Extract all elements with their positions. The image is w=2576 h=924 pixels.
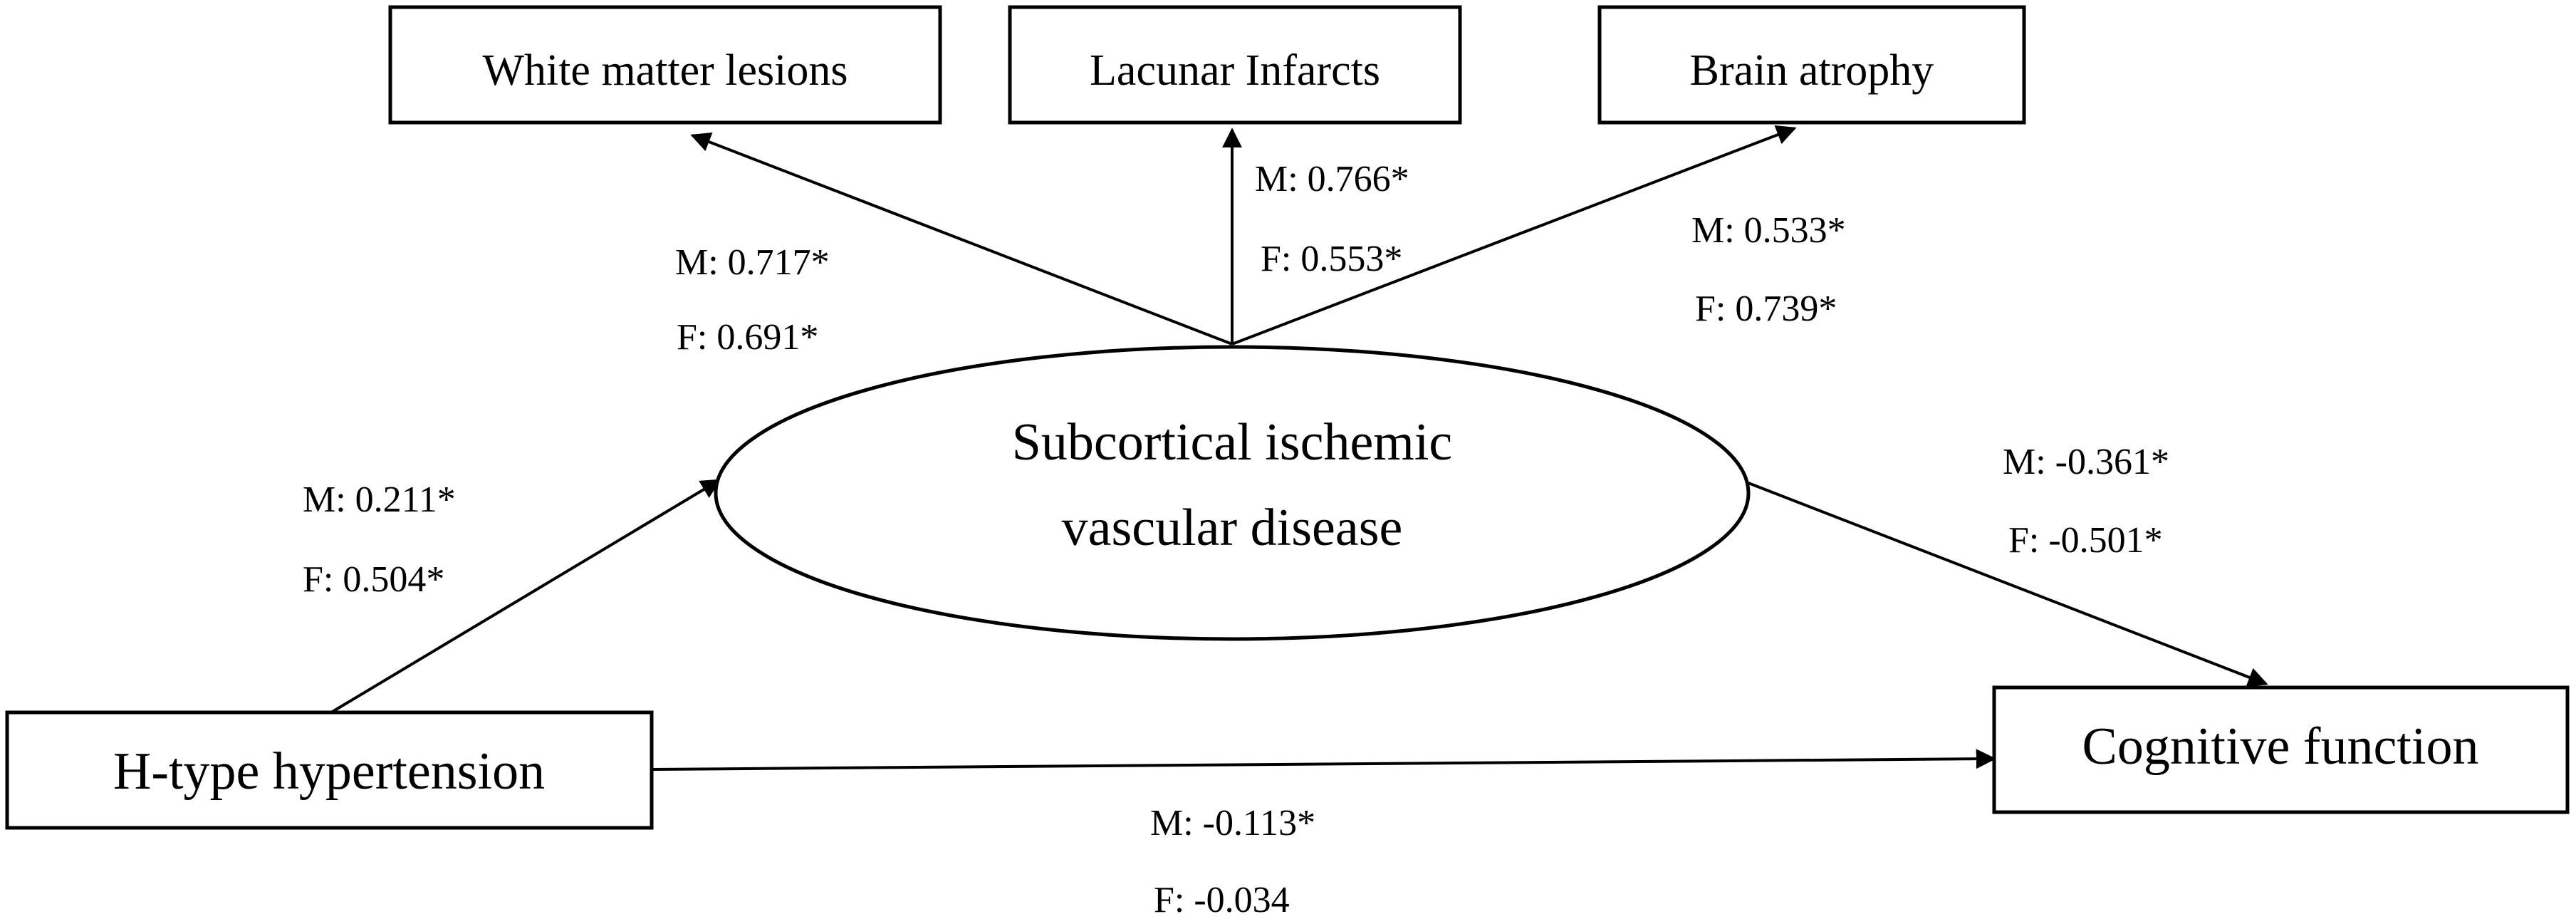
coef-female: F: 0.739* xyxy=(1695,289,1837,329)
node-lacunar-infarcts: Lacunar Infarcts xyxy=(1008,5,1462,125)
coef-male: M: 0.717* xyxy=(675,242,830,283)
node-subcortical-ischemic-vascular-disease: Subcortical ischemic vascular disease xyxy=(714,345,1751,641)
lacunar-infarcts-label: Lacunar Infarcts xyxy=(1090,46,1380,95)
coef-female: F: 0.504* xyxy=(303,559,444,600)
coef-male: M: 0.211* xyxy=(303,479,456,520)
coef-female: F: 0.553* xyxy=(1261,239,1402,279)
node-brain-atrophy: Brain atrophy xyxy=(1597,5,2026,125)
edge-htype-to-scivd xyxy=(330,479,721,714)
coef-male: M: 0.533* xyxy=(1691,210,1846,251)
coef-scivd-to-white-matter: M: 0.717* F: 0.691* xyxy=(675,242,830,358)
coef-female: F: -0.501* xyxy=(2008,520,2163,561)
h-type-hypertension-label: H-type hypertension xyxy=(113,742,545,801)
coef-scivd-to-lacunar: M: 0.766* F: 0.553* xyxy=(1255,159,1409,279)
white-matter-lesions-label: White matter lesions xyxy=(482,46,848,95)
edge-scivd-to-brain-atrophy xyxy=(1231,125,1797,346)
coef-htype-to-scivd: M: 0.211* F: 0.504* xyxy=(303,479,456,600)
node-cognitive-function: Cognitive function xyxy=(1992,685,2570,814)
coef-htype-to-cognitive: M: -0.113* F: -0.034 xyxy=(1150,803,1315,920)
brain-atrophy-label: Brain atrophy xyxy=(1690,46,1934,95)
edge-htype-to-cognitive xyxy=(651,749,1996,771)
node-h-type-hypertension: H-type hypertension xyxy=(5,710,654,830)
coef-male: M: -0.361* xyxy=(2003,442,2169,482)
coef-scivd-to-brain-atrophy: M: 0.533* F: 0.739* xyxy=(1691,210,1846,329)
coef-male: M: 0.766* xyxy=(1255,159,1409,199)
cognitive-function-label: Cognitive function xyxy=(2082,717,2479,776)
coef-male: M: -0.113* xyxy=(1150,803,1315,843)
coef-female: F: -0.034 xyxy=(1154,880,1290,920)
edge-scivd-to-cognitive xyxy=(1748,482,2268,687)
edge-scivd-to-white-matter xyxy=(690,133,1233,346)
coef-female: F: 0.691* xyxy=(677,317,818,358)
scivd-label-line2: vascular disease xyxy=(1062,499,1403,557)
scivd-label-line1: Subcortical ischemic xyxy=(1012,413,1453,472)
node-white-matter-lesions: White matter lesions xyxy=(388,5,942,125)
coef-scivd-to-cognitive: M: -0.361* F: -0.501* xyxy=(2003,442,2169,561)
